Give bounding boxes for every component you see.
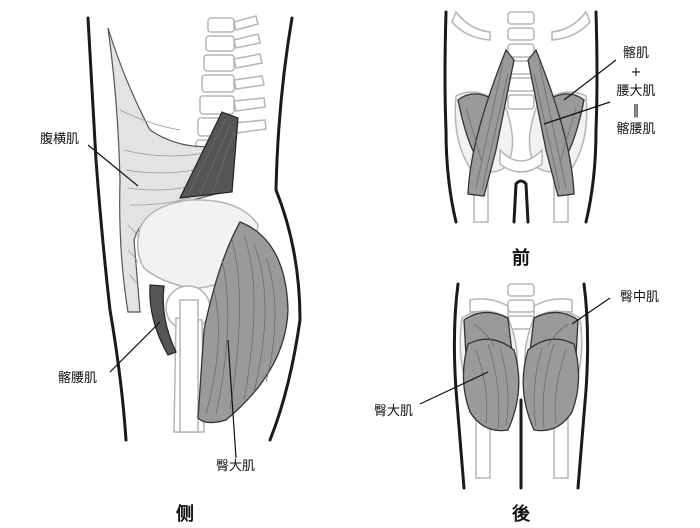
back-gluteus-maximus-left (462, 338, 520, 432)
side-view-figure (86, 15, 302, 459)
pointer-psoas (543, 101, 611, 125)
front-muscle-fibers (465, 61, 577, 191)
back-body-outline-right (576, 282, 590, 490)
label-iliopsoas-side: 髂腰肌 (58, 371, 98, 386)
back-view-figure (419, 282, 611, 490)
back-muscle-fibers (473, 323, 569, 429)
view-label-side: 侧 (176, 504, 194, 525)
pointer-iliopsoas-side (109, 321, 161, 373)
view-label-back: 後 (512, 504, 530, 525)
pointer-transversus (87, 144, 139, 187)
front-body-outline-right (584, 10, 599, 224)
view-label-front: 前 (512, 248, 530, 269)
side-psoas-muscle (178, 111, 239, 199)
front-psoas-left (467, 48, 515, 197)
label-iliopsoas-front: 髂腰肌 (616, 122, 656, 137)
back-body-outline-left (452, 282, 466, 490)
side-body-outline-front (86, 16, 128, 442)
side-psoas-fibers (187, 119, 235, 195)
side-body-outline-back (268, 16, 302, 442)
label-plus: + (630, 65, 642, 80)
pointer-gluteus-side (227, 339, 237, 459)
front-crotch (512, 179, 530, 224)
label-gluteus-maximus-back: 臀大肌 (374, 404, 414, 419)
side-gluteus-fibers (205, 235, 276, 415)
front-label-stack: 髂肌 + 腰大肌 ‖ 髂腰肌 (614, 44, 658, 139)
label-transversus-abdominis: 腹横肌 (40, 132, 80, 147)
front-body-outline-left (443, 10, 458, 224)
label-gluteus-medius: 臀中肌 (620, 290, 660, 305)
front-psoas-right (527, 48, 575, 197)
front-view-figure (443, 10, 617, 224)
label-equals: ‖ (632, 103, 640, 118)
pointer-iliacus (563, 59, 617, 101)
label-gluteus-maximus-side: 臀大肌 (216, 459, 256, 474)
side-iliopsoas-muscle (149, 284, 177, 356)
pointer-gluteus-medius (571, 297, 611, 325)
side-femur (165, 285, 211, 433)
label-iliacus: 髂肌 (622, 46, 649, 61)
pointer-gluteus-back (419, 371, 489, 405)
back-gluteus-maximus-right (522, 338, 580, 432)
side-gluteus-maximus-muscle (197, 221, 289, 424)
label-psoas-major: 腰大肌 (616, 84, 656, 99)
